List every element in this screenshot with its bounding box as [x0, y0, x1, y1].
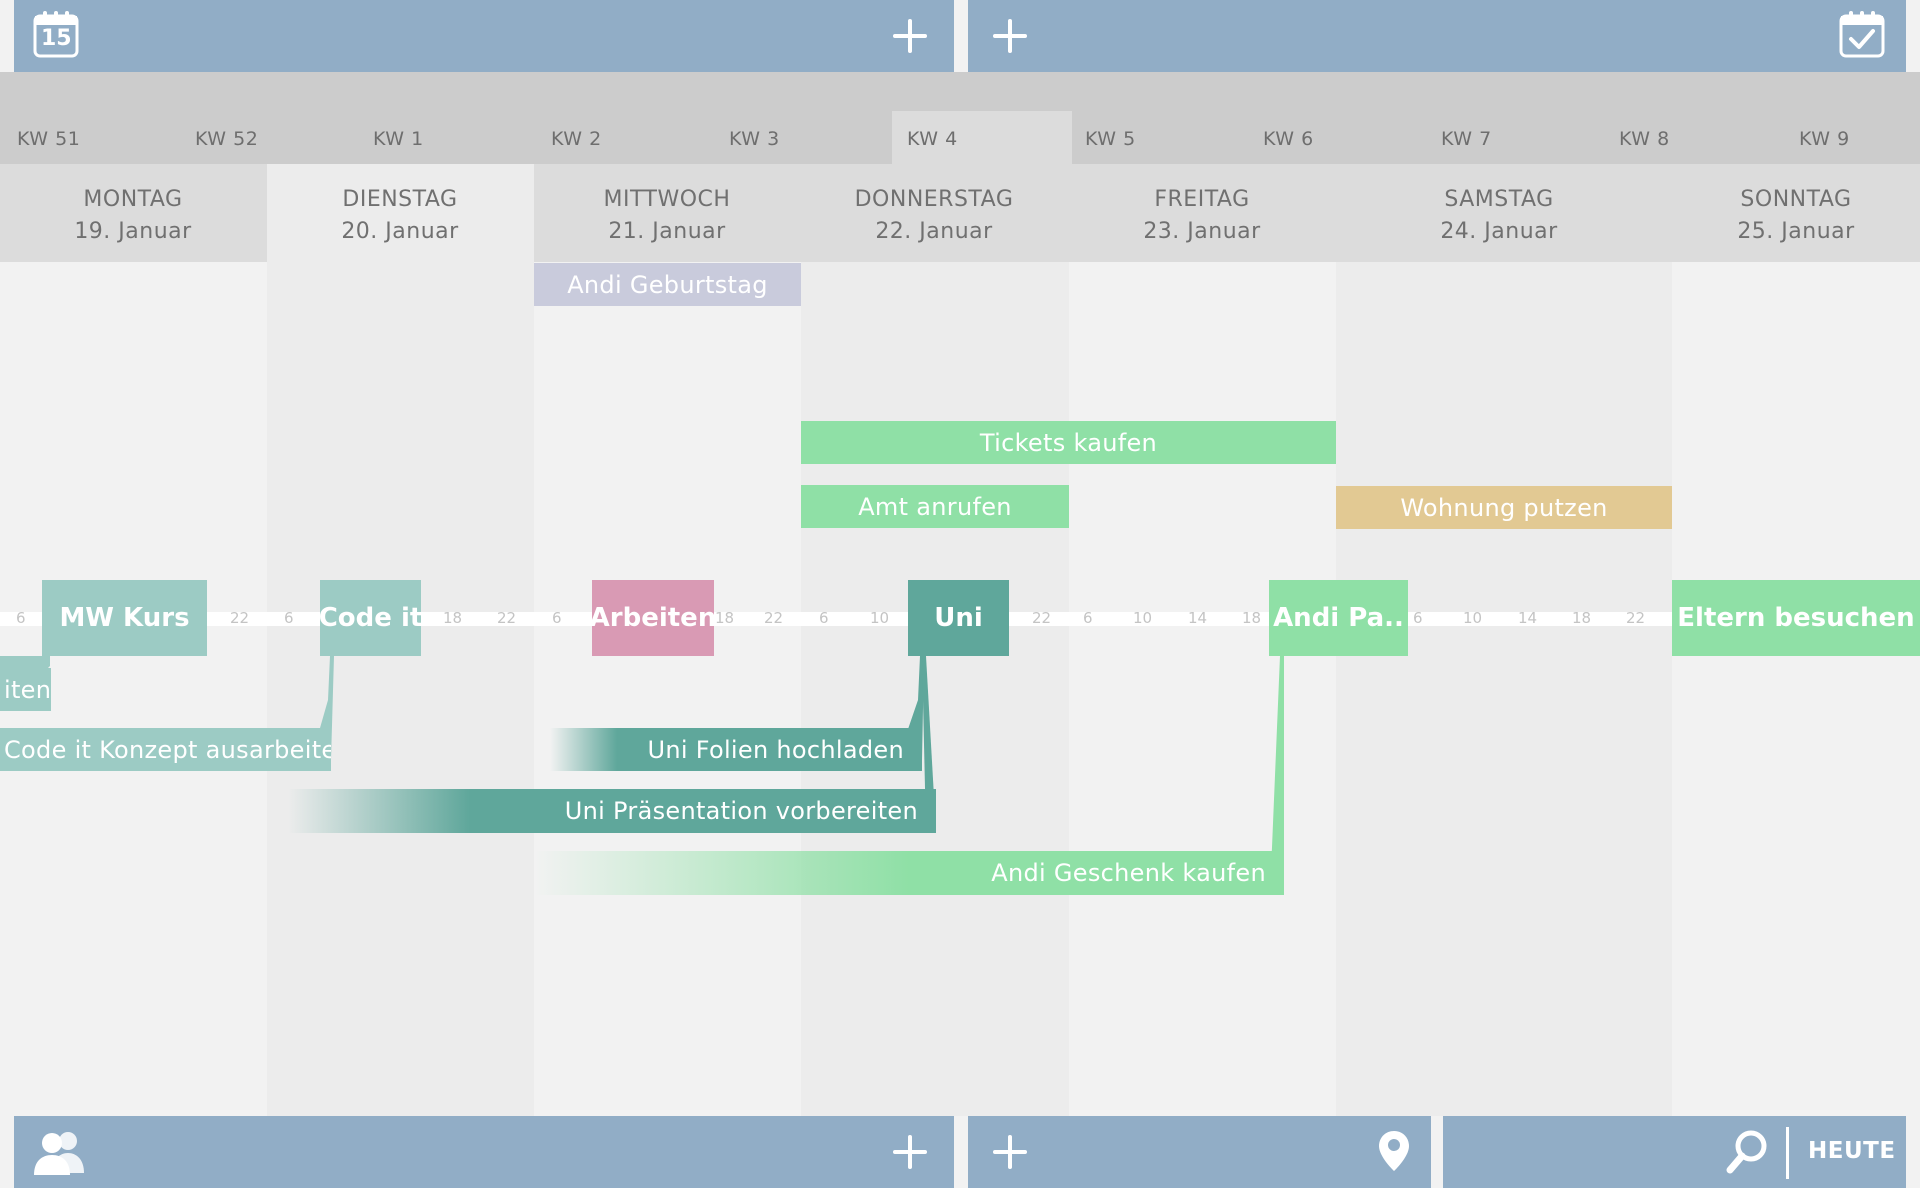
- task-uni-praesentation[interactable]: Uni Präsentation vorbereiten: [288, 789, 936, 833]
- tick-label: 10: [1133, 609, 1153, 627]
- tick-label: 18: [715, 609, 735, 627]
- event-uni[interactable]: Uni: [908, 580, 1009, 656]
- day-date: 20. Januar: [341, 219, 459, 244]
- today-button[interactable]: HEUTE: [1808, 1138, 1896, 1164]
- day-name: SAMSTAG: [1444, 187, 1554, 212]
- week-label[interactable]: KW 3: [729, 128, 780, 150]
- add-task-button[interactable]: [993, 19, 1027, 53]
- plus-icon: [893, 19, 927, 53]
- day-header-mittwoch[interactable]: MITTWOCH 21. Januar: [534, 184, 800, 248]
- tick-label: 6: [552, 609, 562, 627]
- day-name: SONNTAG: [1740, 187, 1852, 212]
- tick-label: 22: [764, 609, 784, 627]
- top-bar-right: [968, 0, 1906, 72]
- day-header-montag[interactable]: MONTAG 19. Januar: [0, 184, 266, 248]
- tick-label: 10: [870, 609, 890, 627]
- event-wohnung-putzen[interactable]: Wohnung putzen: [1336, 486, 1672, 529]
- day-header-samstag[interactable]: SAMSTAG 24. Januar: [1366, 184, 1632, 248]
- event-andi-party[interactable]: Andi Pa..: [1269, 580, 1408, 656]
- tick-label: 18: [443, 609, 463, 627]
- event-andi-geburtstag[interactable]: Andi Geburtstag: [534, 263, 801, 306]
- tick-label: 6: [1083, 609, 1093, 627]
- bottom-bar-middle: [968, 1116, 1431, 1188]
- event-tickets-kaufen[interactable]: Tickets kaufen: [801, 421, 1336, 464]
- tick-label: 6: [16, 609, 26, 627]
- day-column-samstag: [1336, 262, 1672, 1116]
- week-label[interactable]: KW 6: [1263, 128, 1314, 150]
- week-label[interactable]: KW 52: [195, 128, 259, 150]
- day-name: DIENSTAG: [342, 187, 458, 212]
- day-name: MITTWOCH: [603, 187, 731, 212]
- week-label[interactable]: KW 9: [1799, 128, 1850, 150]
- event-arbeiten[interactable]: Arbeiten: [590, 580, 716, 656]
- day-header-donnerstag[interactable]: DONNERSTAG 22. Januar: [801, 184, 1067, 248]
- week-label[interactable]: KW 2: [551, 128, 602, 150]
- active-week-highlight: [892, 111, 1072, 164]
- task-code-it-konzept[interactable]: Code it Konzept ausarbeiten: [0, 728, 331, 771]
- day-header-freitag[interactable]: FREITAG 23. Januar: [1069, 184, 1335, 248]
- day-name: MONTAG: [83, 187, 183, 212]
- tick-label: 22: [230, 609, 250, 627]
- bottom-bar-left: [14, 1116, 954, 1188]
- tick-label: 22: [497, 609, 517, 627]
- calendar-day-icon[interactable]: [30, 8, 82, 60]
- day-header-dienstag[interactable]: DIENSTAG 20. Januar: [267, 184, 533, 248]
- event-amt-anrufen[interactable]: Amt anrufen: [801, 485, 1069, 528]
- day-date: 24. Januar: [1440, 219, 1558, 244]
- tick-label: 18: [1572, 609, 1592, 627]
- tick-label: 18: [1242, 609, 1262, 627]
- day-date: 25. Januar: [1737, 219, 1855, 244]
- top-bar-left: [14, 0, 954, 72]
- tick-label: 6: [1413, 609, 1423, 627]
- location-pin-icon[interactable]: [1376, 1128, 1412, 1174]
- contacts-icon[interactable]: [30, 1128, 90, 1176]
- week-label[interactable]: KW 1: [373, 128, 424, 150]
- task-uni-folien[interactable]: Uni Folien hochladen: [550, 728, 922, 771]
- task-andi-geschenk[interactable]: Andi Geschenk kaufen: [534, 851, 1284, 895]
- day-name: DONNERSTAG: [854, 187, 1014, 212]
- calendar-day-number: 15: [41, 26, 72, 51]
- task-previous-tail[interactable]: iten: [0, 668, 51, 711]
- search-icon[interactable]: [1724, 1128, 1770, 1176]
- event-mw-kurs[interactable]: MW Kurs: [42, 580, 207, 656]
- day-name: FREITAG: [1154, 187, 1250, 212]
- day-column-donnerstag: [801, 262, 1069, 1116]
- tick-label: 10: [1463, 609, 1483, 627]
- plus-icon: [893, 1135, 927, 1169]
- day-date: 23. Januar: [1143, 219, 1261, 244]
- event-eltern-besuchen[interactable]: Eltern besuchen: [1672, 580, 1920, 656]
- week-label[interactable]: KW 51: [17, 128, 81, 150]
- day-date: 21. Januar: [608, 219, 726, 244]
- week-label[interactable]: KW 5: [1085, 128, 1136, 150]
- tick-label: 22: [1626, 609, 1646, 627]
- event-code-it[interactable]: Code it: [319, 580, 422, 656]
- plus-icon: [993, 1135, 1027, 1169]
- week-label[interactable]: KW 7: [1441, 128, 1492, 150]
- tick-label: 14: [1518, 609, 1538, 627]
- add-contact-button[interactable]: [893, 1135, 927, 1169]
- tick-label: 14: [1188, 609, 1208, 627]
- day-header-sonntag[interactable]: SONNTAG 25. Januar: [1672, 184, 1920, 248]
- tick-label: 6: [284, 609, 294, 627]
- week-label[interactable]: KW 8: [1619, 128, 1670, 150]
- tick-label: 22: [1032, 609, 1052, 627]
- day-date: 22. Januar: [875, 219, 993, 244]
- tick-label: 6: [819, 609, 829, 627]
- day-date: 19. Januar: [74, 219, 192, 244]
- week-label-active[interactable]: KW 4: [907, 128, 958, 150]
- plus-icon: [993, 19, 1027, 53]
- add-location-button[interactable]: [993, 1135, 1027, 1169]
- calendar-check-icon[interactable]: [1836, 8, 1888, 60]
- bottom-divider: [1786, 1127, 1789, 1179]
- bottom-bar-right: [1443, 1116, 1906, 1188]
- add-event-button[interactable]: [893, 19, 927, 53]
